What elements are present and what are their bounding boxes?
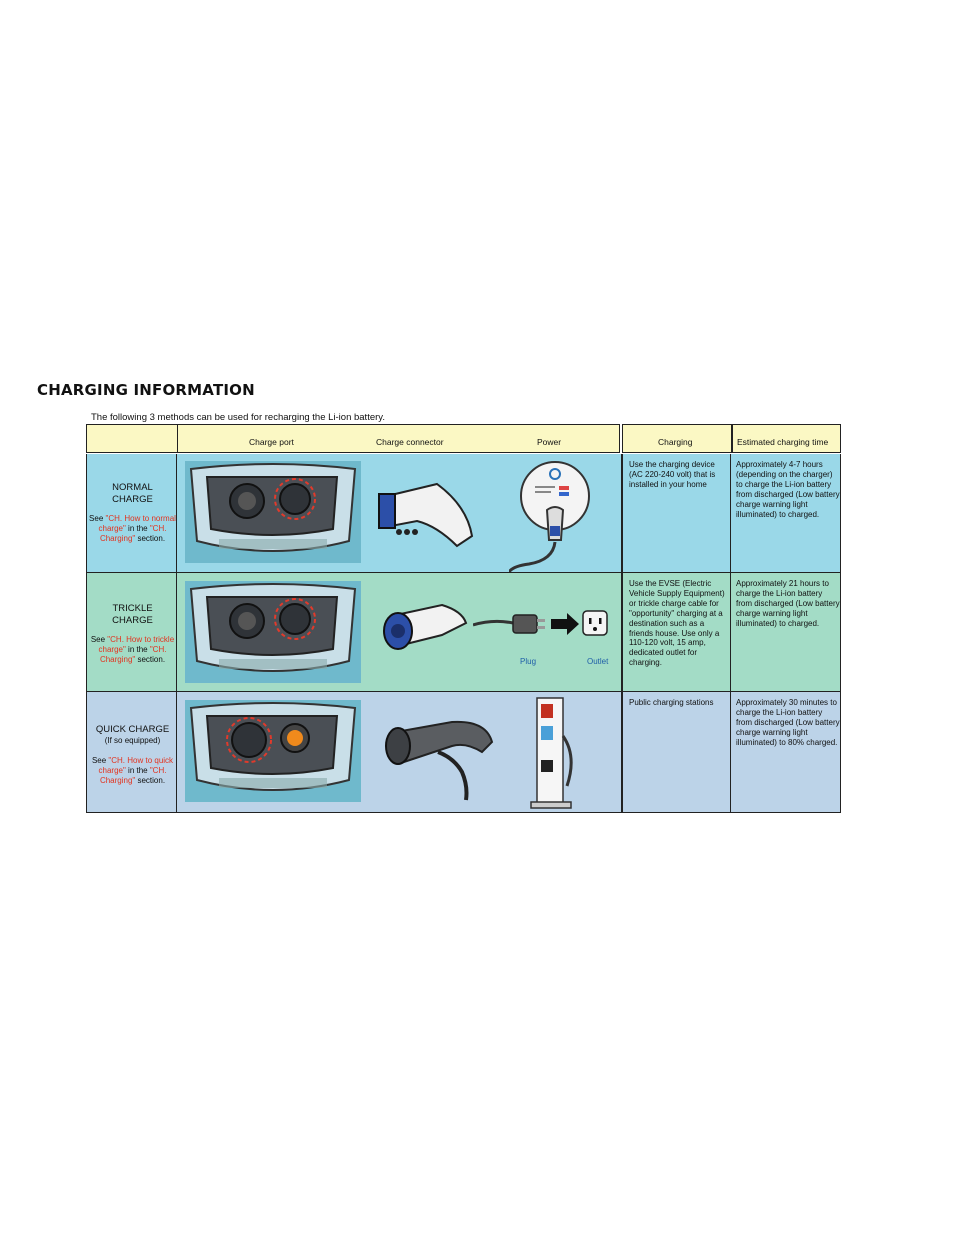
header-charge-port: Charge port (249, 437, 294, 447)
trickle-time-text: Approximately 21 hours to charge the Li-… (736, 579, 840, 628)
quick-charge-port-image (185, 700, 361, 802)
page-title: CHARGING INFORMATION (37, 381, 255, 399)
normal-label-cell: NORMAL CHARGE See "CH. How to normal cha… (86, 454, 177, 572)
quick-charge-connector-image (385, 720, 494, 801)
normal-time-cell: Approximately 4-7 hours (depending on th… (731, 454, 841, 572)
quick-charging-text: Public charging stations (629, 698, 714, 707)
quick-reference: See "CH. How to quick charge" in the "CH… (91, 756, 174, 785)
quick-note: (If so equipped) (104, 736, 161, 745)
quick-charging-cell: Public charging stations (622, 692, 731, 812)
quick-charging-station-image (530, 697, 573, 809)
header-time: Estimated charging time (737, 437, 829, 447)
row-divider (86, 691, 841, 693)
normal-power-device-image (509, 461, 590, 572)
quick-time-text: Approximately 30 minutes to charge the L… (736, 698, 840, 747)
quick-image-cell (177, 692, 622, 812)
trickle-label-cell: TRICKLE CHARGE See "CH. How to trickle c… (86, 573, 177, 691)
trickle-reference: See "CH. How to trickle charge" in the "… (90, 635, 175, 664)
normal-charging-text: Use the charging device (AC 220-240 volt… (629, 460, 716, 489)
trickle-title-1: TRICKLE (112, 603, 153, 614)
charging-methods-table: Charge port Charge connector Power Charg… (86, 424, 841, 813)
normal-title-2: CHARGE (112, 494, 153, 505)
header-power: Power (537, 437, 562, 447)
row-trickle-charge: TRICKLE CHARGE See "CH. How to trickle c… (86, 573, 841, 691)
header-charge-connector: Charge connector (376, 437, 444, 447)
quick-time-cell: Approximately 30 minutes to charge the L… (731, 692, 841, 812)
normal-title-1: NORMAL (112, 482, 153, 493)
normal-image-cell (177, 454, 622, 572)
trickle-time-cell: Approximately 21 hours to charge the Li-… (731, 573, 841, 691)
plug-label: Plug (520, 657, 537, 666)
trickle-charging-cell: Use the EVSE (Electric Vehicle Supply Eq… (622, 573, 731, 691)
trickle-charge-port-image (185, 581, 361, 683)
outlet-label: Outlet (587, 657, 609, 666)
normal-charge-port-image (185, 461, 361, 563)
trickle-charge-connector-image (383, 603, 468, 650)
row-normal-charge: NORMAL CHARGE See "CH. How to normal cha… (86, 454, 841, 572)
normal-reference: See "CH. How to normal charge" in the "C… (89, 514, 176, 543)
normal-time-text: Approximately 4-7 hours (depending on th… (736, 460, 840, 519)
quick-title-1: QUICK CHARGE (95, 724, 170, 735)
normal-charging-cell: Use the charging device (AC 220-240 volt… (622, 454, 731, 572)
intro-text: The following 3 methods can be used for … (91, 412, 385, 423)
trickle-power-image (473, 610, 608, 636)
row-quick-charge: QUICK CHARGE (If so equipped) See "CH. H… (86, 692, 841, 813)
row-divider (86, 572, 841, 574)
header-right: Charging Estimated charging time (622, 424, 841, 453)
trickle-charging-text: Use the EVSE (Electric Vehicle Supply Eq… (629, 579, 725, 668)
normal-charge-connector-image (378, 482, 474, 548)
header-charging: Charging (658, 437, 693, 447)
trickle-image-cell: Plug Outlet (177, 573, 622, 691)
quick-label-cell: QUICK CHARGE (If so equipped) See "CH. H… (86, 692, 177, 812)
header-left: Charge port Charge connector Power (86, 424, 620, 453)
trickle-title-2: CHARGE (112, 615, 153, 626)
